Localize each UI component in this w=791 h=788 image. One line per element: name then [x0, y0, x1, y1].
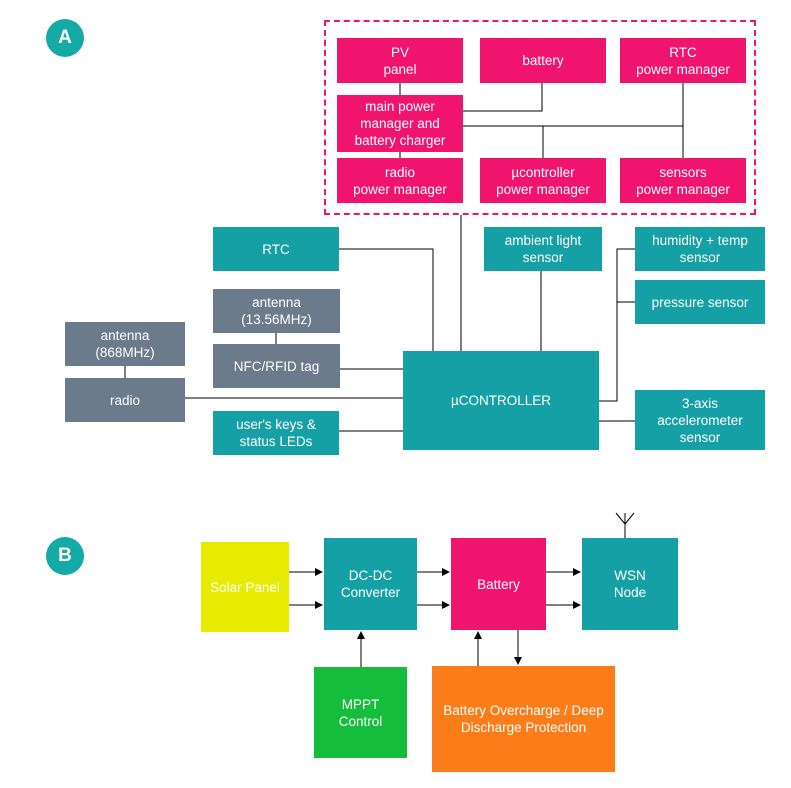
sensors-power-manager-block: sensors power manager	[620, 158, 746, 203]
accelerometer-sensor-block: 3-axis accelerometer sensor	[635, 390, 765, 450]
nfc-antenna-block: antenna (13.56MHz)	[213, 289, 340, 333]
antenna-icon	[615, 512, 635, 538]
radio-block: radio	[65, 378, 185, 422]
user-keys-leds-block: user's keys & status LEDs	[213, 411, 339, 455]
rtc-block: RTC	[213, 227, 339, 271]
humidity-temp-sensor-block: humidity + temp sensor	[635, 227, 765, 271]
microcontroller-block: µCONTROLLER	[403, 351, 599, 450]
pressure-sensor-block: pressure sensor	[635, 280, 765, 324]
battery-block: battery	[480, 38, 606, 83]
wire-rtc-to-microcontroller	[339, 248, 434, 351]
pv-panel-block: PV panel	[337, 38, 463, 83]
ambient-light-sensor-block: ambient light sensor	[484, 227, 602, 271]
section-b-badge: B	[46, 537, 84, 575]
dcdc-converter-block: DC-DC Converter	[324, 538, 417, 630]
main-power-manager-block: main power manager and battery charger	[337, 95, 463, 152]
solar-panel-block: Solar Panel	[201, 542, 289, 632]
rtc-power-manager-block: RTC power manager	[620, 38, 746, 83]
wire-sensors-to-microcontroller	[599, 248, 635, 402]
mppt-control-block: MPPT Control	[314, 667, 407, 758]
battery-b-block: Battery	[451, 538, 546, 630]
protection-block: Battery Overcharge / Deep Discharge Prot…	[432, 666, 615, 772]
power-management-group	[324, 20, 756, 215]
nfc-rfid-tag-block: NFC/RFID tag	[213, 344, 340, 388]
microcontroller-power-manager-block: µcontroller power manager	[480, 158, 606, 203]
radio-power-manager-block: radio power manager	[337, 158, 463, 203]
section-a-badge: A	[46, 19, 84, 57]
wire-battery-to-main	[463, 83, 543, 112]
radio-antenna-block: antenna (868MHz)	[65, 322, 185, 366]
wsn-node-block: WSN Node	[582, 538, 678, 630]
